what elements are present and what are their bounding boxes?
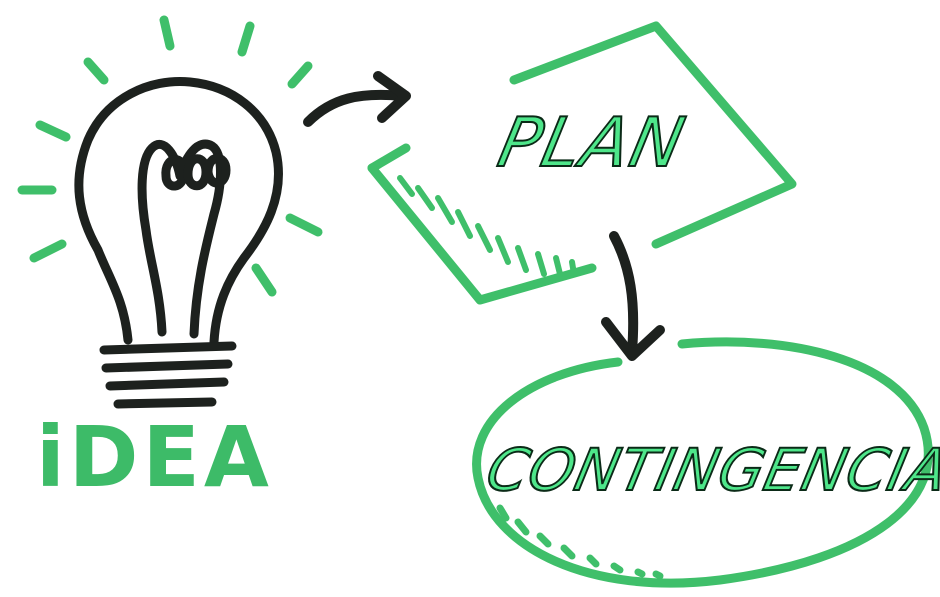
idea-label: iDEA bbox=[36, 408, 273, 506]
plan-box bbox=[367, 21, 797, 305]
bulb-rays bbox=[17, 15, 323, 297]
light-bulb-icon bbox=[74, 77, 283, 409]
down-arrow-icon bbox=[601, 231, 665, 361]
contingency-ellipse bbox=[472, 337, 933, 588]
right-arrow-icon bbox=[303, 71, 411, 127]
contingencia-label: CONTINGENCIA bbox=[480, 435, 940, 505]
plan-label: PLAN bbox=[491, 103, 694, 184]
